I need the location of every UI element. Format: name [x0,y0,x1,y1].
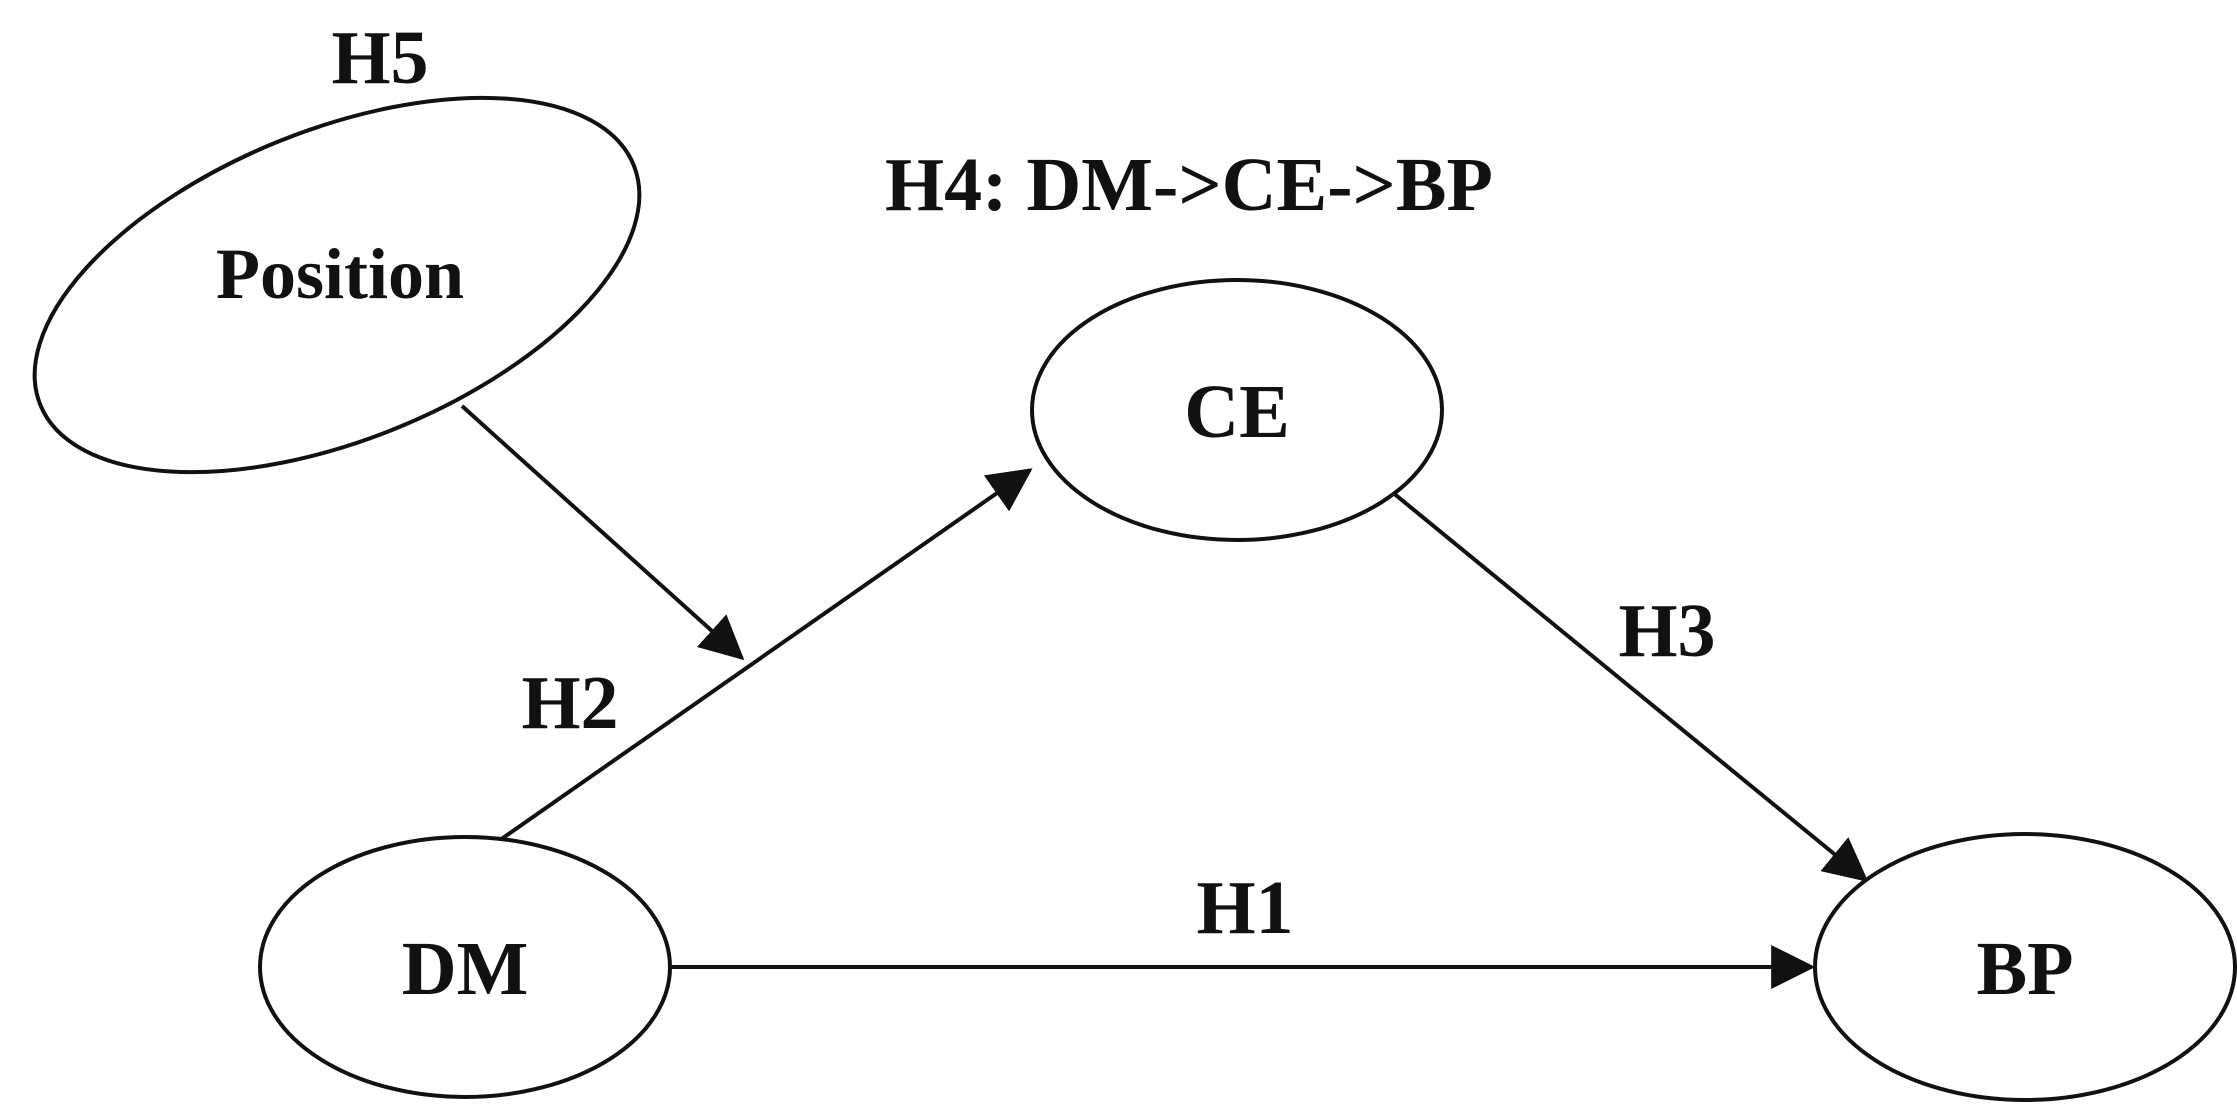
node-ce: CE [1030,278,1444,542]
node-position: Position [32,95,642,475]
hypothesis-h2-label: H2 [521,661,618,745]
hypothesis-h5-label: H5 [331,16,428,100]
moderation-arrow [460,404,745,661]
node-ce-label: CE [1184,370,1290,454]
node-dm: DM [258,835,672,1099]
node-dm-label: DM [402,927,529,1011]
edge-ce-to-bp [1390,490,1869,882]
edge-dm-to-ce [498,468,1033,842]
hypothesis-h3-label: H3 [1618,589,1715,673]
hypothesis-h1-label: H1 [1196,866,1293,950]
node-bp: BP [1813,832,2237,1102]
node-position-label: Position [216,234,464,314]
node-bp-label: BP [1976,927,2073,1011]
hypothesis-h4-label: H4: DM->CE->BP [885,143,1493,227]
